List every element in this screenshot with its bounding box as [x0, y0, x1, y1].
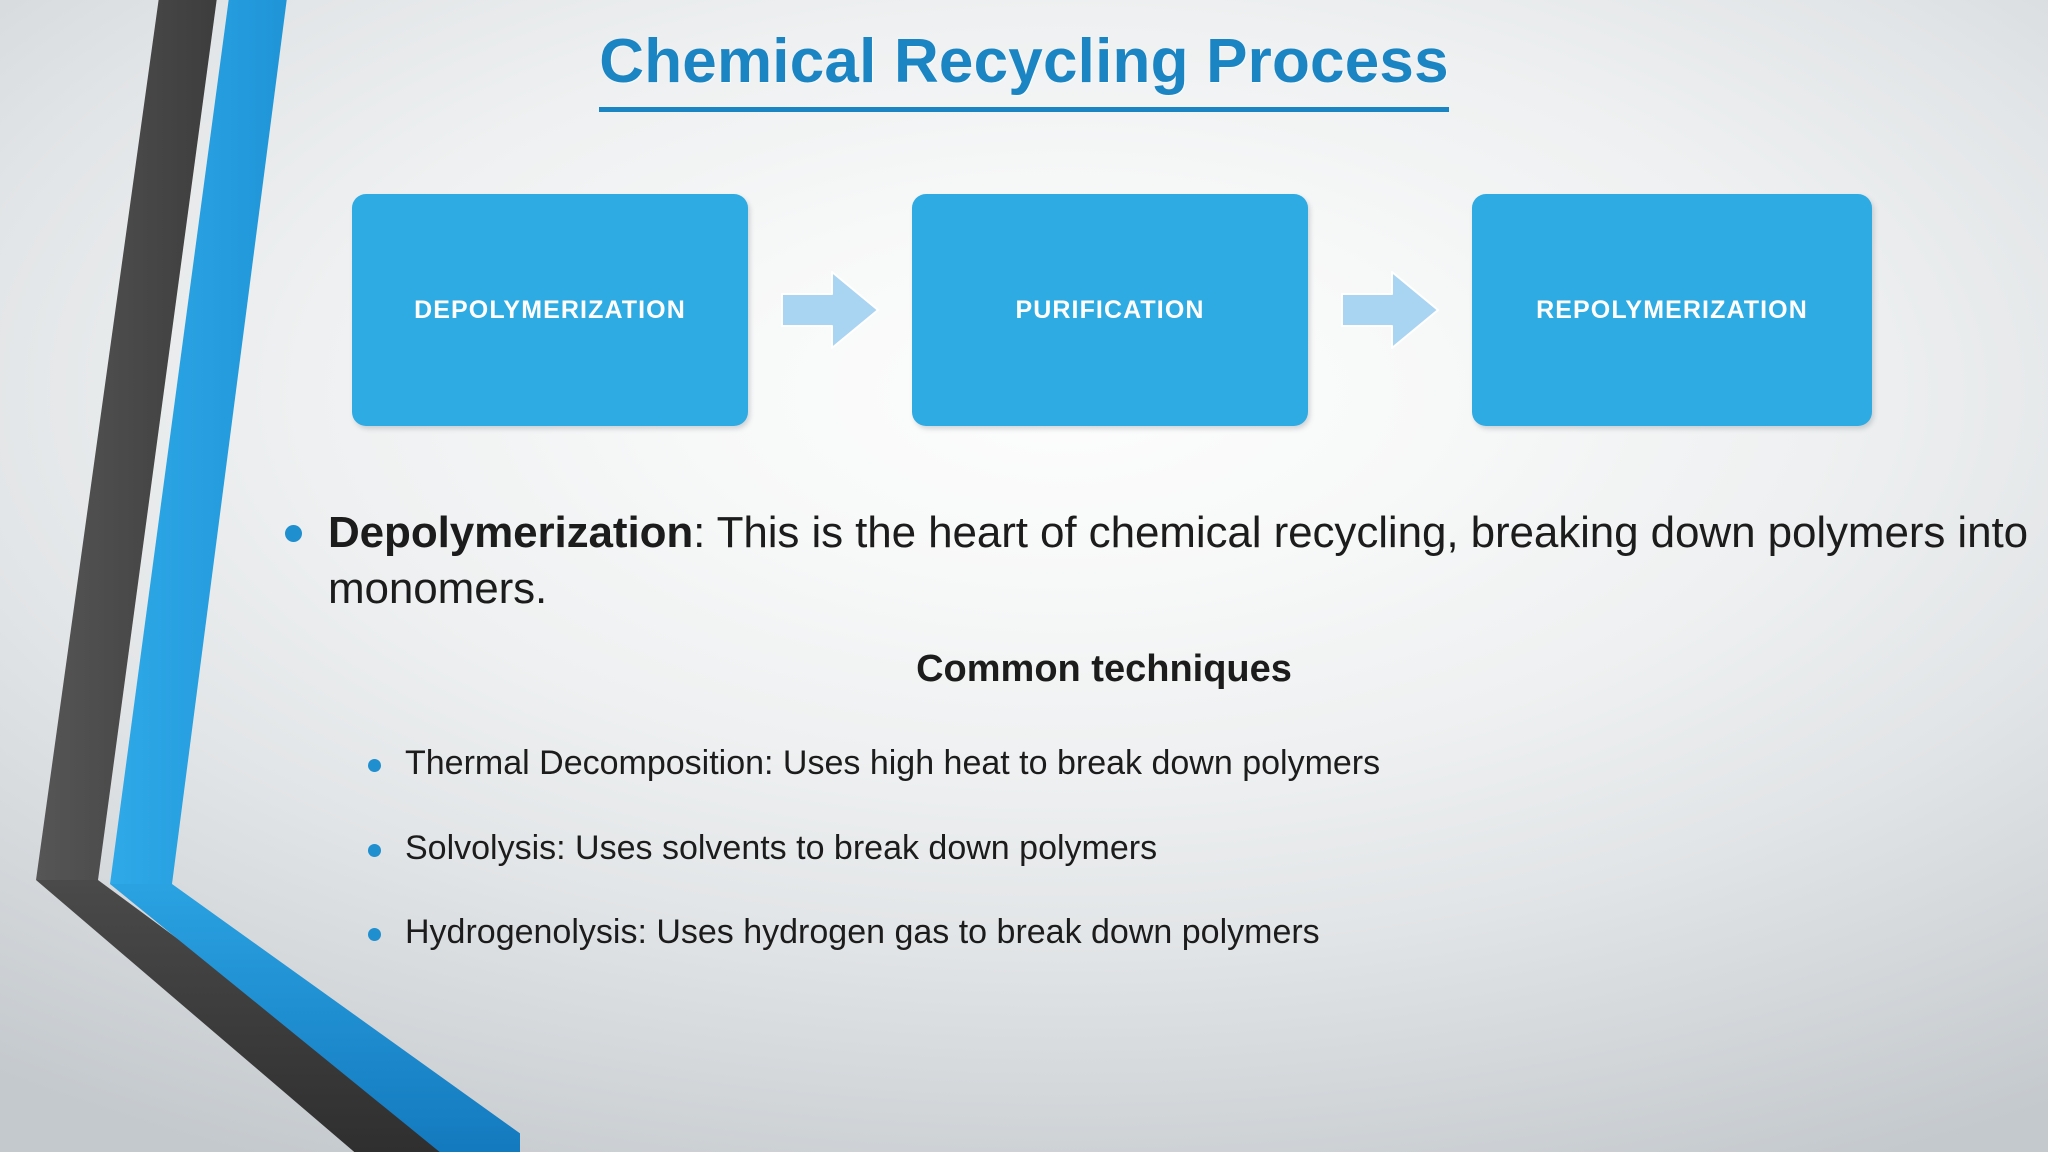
- process-step-label: REPOLYMERIZATION: [1536, 295, 1808, 324]
- technique-text: Solvolysis: Uses solvents to break down …: [405, 828, 1158, 867]
- process-flow-diagram: DEPOLYMERIZATION PURIFICATION REPOLYMERI…: [352, 190, 1872, 430]
- deco-blue-band-upper: [110, 0, 287, 884]
- process-step-depolymerization[interactable]: DEPOLYMERIZATION: [352, 194, 748, 426]
- main-bullet-rest: : This is the heart of chemical recyclin…: [328, 508, 2028, 614]
- bullet-dot-icon: [368, 759, 381, 772]
- bullet-dot-icon: [368, 843, 381, 857]
- list-item: Hydrogenolysis: Uses hydrogen gas to bre…: [368, 911, 1968, 954]
- process-arrow-1: [774, 268, 886, 352]
- process-step-repolymerization[interactable]: REPOLYMERIZATION: [1472, 194, 1872, 426]
- main-bullet-lead: Depolymerization: [328, 508, 694, 557]
- process-step-label: DEPOLYMERIZATION: [414, 295, 686, 324]
- process-step-purification[interactable]: PURIFICATION: [912, 194, 1308, 426]
- list-item: Thermal Decomposition: Uses high heat to…: [368, 742, 1968, 785]
- deco-dark-band-upper: [36, 0, 217, 880]
- techniques-list: Thermal Decomposition: Uses high heat to…: [368, 742, 1968, 996]
- bullet-dot-icon: [368, 928, 381, 941]
- slide-title-container: Chemical Recycling Process: [0, 26, 2048, 112]
- technique-text: Thermal Decomposition: Uses high heat to…: [405, 744, 1381, 782]
- main-bullet-text: Depolymerization: This is the heart of c…: [328, 505, 2045, 618]
- slide-title: Chemical Recycling Process: [599, 26, 1449, 112]
- technique-text: Hydrogenolysis: Uses hydrogen gas to bre…: [405, 913, 1320, 951]
- arrow-right-icon: [1341, 271, 1439, 349]
- bullet-dot-icon: [285, 525, 302, 542]
- common-techniques-heading: Common techniques: [916, 648, 1292, 690]
- process-arrow-2: [1334, 268, 1446, 352]
- arrow-right-icon: [781, 271, 879, 349]
- process-step-label: PURIFICATION: [1015, 295, 1205, 324]
- list-item: Solvolysis: Uses solvents to break down …: [368, 827, 1968, 870]
- main-bullet-item: Depolymerization: This is the heart of c…: [285, 505, 2045, 618]
